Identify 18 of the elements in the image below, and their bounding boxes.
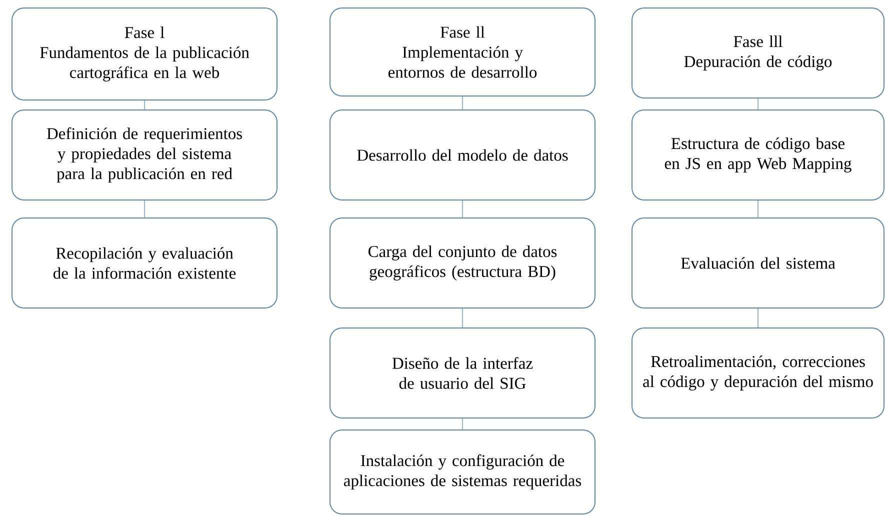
connector-line (144, 200, 145, 218)
process-box: Definición de requerimientos y propiedades del sistema para la publicación en red (12, 110, 278, 200)
process-box: Instalación y configuración de aplicaciones de sistemas requeridas (330, 430, 596, 514)
connector-line (462, 200, 463, 218)
process-box: Fase lll Depuración de código (632, 8, 884, 98)
process-box: Fase l Fundamentos de la publicación cartográfica en la web (12, 8, 278, 100)
process-box: Recopilación y evaluación de la información existente (12, 218, 278, 308)
process-box: Retroalimentación, correcciones al código y depuración del mismo (632, 328, 884, 418)
process-box: Carga del conjunto de datos geográficos (estructura BD) (330, 218, 596, 308)
connector-line (462, 418, 463, 430)
process-box: Diseño de la interfaz de usuario del SIG (330, 328, 596, 418)
connector-line (462, 308, 463, 328)
connector-line (462, 96, 463, 110)
process-box: Fase ll Implementación y entornos de desarrollo (330, 8, 596, 96)
process-box: Desarrollo del modelo de datos (330, 110, 596, 200)
connector-line (144, 100, 145, 110)
process-box: Evaluación del sistema (632, 218, 884, 308)
process-box: Estructura de código base en JS en app Web Mapping (632, 110, 884, 200)
